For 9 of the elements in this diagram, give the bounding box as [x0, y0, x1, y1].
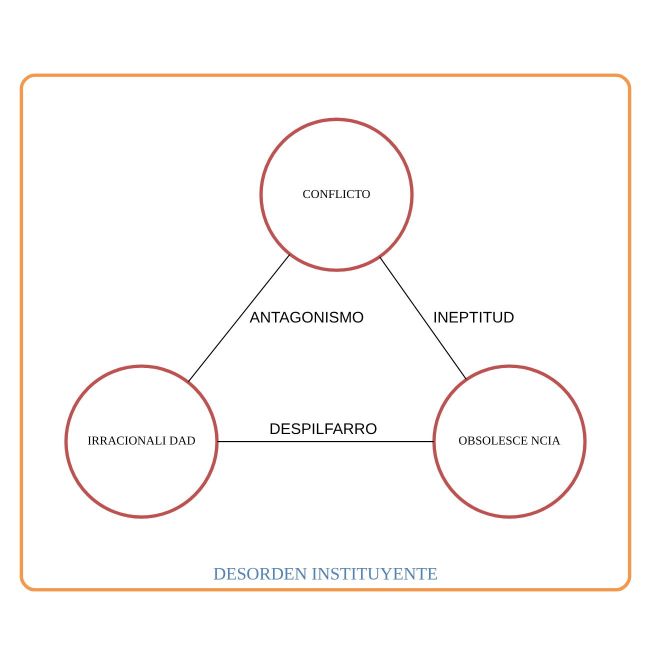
node-circle: IRRACIONALI DAD [64, 364, 219, 518]
connector [379, 256, 467, 380]
edge-label: DESPILFARRO [269, 420, 378, 438]
node-circle: CONFLICTO [259, 117, 414, 272]
connector [217, 440, 434, 442]
node-circle: OBSOLESCE NCIA [432, 364, 587, 518]
edge-label: INEPTITUD [433, 308, 514, 326]
edge-label: ANTAGONISMO [250, 308, 364, 326]
connector [188, 254, 290, 382]
